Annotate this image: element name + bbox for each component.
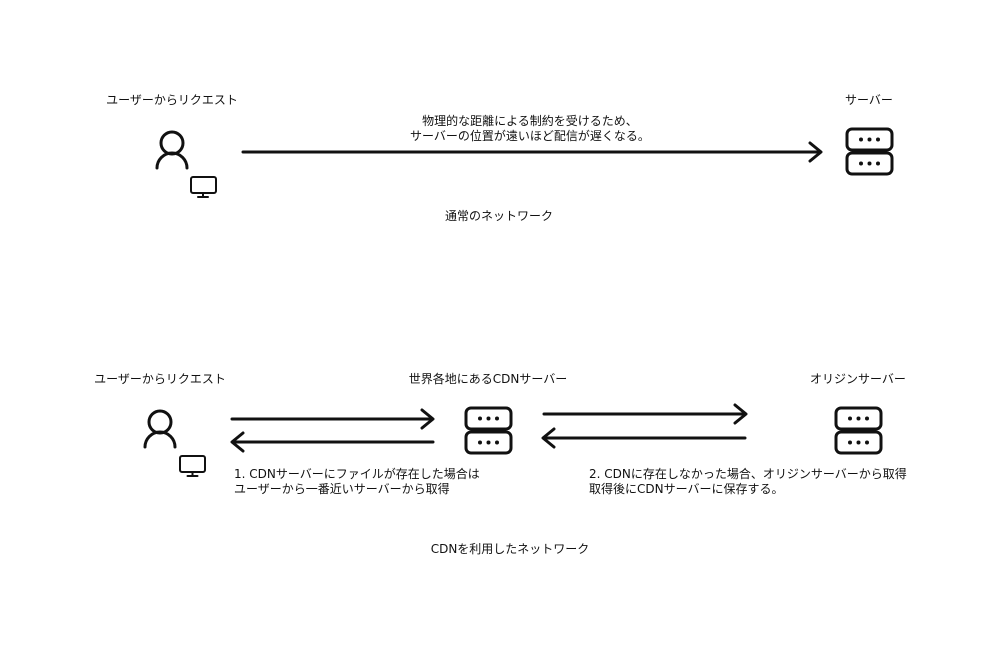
cdn-miss-note-line2: 取得後にCDNサーバーに保存する。 <box>589 482 784 496</box>
user-request-label: ユーザーからリクエスト <box>94 372 226 386</box>
server-icon <box>464 406 513 455</box>
cdn-miss-note-line1: 2. CDNに存在しなかった場合、オリジンサーバーから取得 <box>589 467 907 481</box>
arrow-icon <box>230 431 435 453</box>
server-label: サーバー <box>845 93 893 107</box>
normal-network-caption: 通常のネットワーク <box>444 209 554 223</box>
cdn-network-caption: CDNを利用したネットワーク <box>430 542 590 556</box>
arrow-icon <box>542 403 748 425</box>
origin-server-label: オリジンサーバー <box>810 372 906 386</box>
cdn-hit-note: 1. CDNサーバーにファイルが存在した場合は ユーザーから一番近いサーバーから… <box>234 467 480 497</box>
cdn-hit-note-line2: ユーザーから一番近いサーバーから取得 <box>234 482 450 496</box>
distance-note-line1: 物理的な距離による制約を受けるため、 <box>422 114 638 128</box>
cdn-server-label: 世界各地にあるCDNサーバー <box>408 372 568 386</box>
distance-note: 物理的な距離による制約を受けるため、 サーバーの位置が遠いほど配信が遅くなる。 <box>410 114 650 144</box>
distance-note-line2: サーバーの位置が遠いほど配信が遅くなる。 <box>410 129 650 143</box>
cdn-miss-note: 2. CDNに存在しなかった場合、オリジンサーバーから取得 取得後にCDNサーバ… <box>589 467 907 497</box>
user-icon <box>143 409 177 449</box>
server-icon <box>834 406 883 455</box>
server-icon <box>845 127 894 176</box>
monitor-icon <box>179 455 206 477</box>
user-icon <box>155 130 189 170</box>
arrow-icon <box>541 427 747 449</box>
cdn-hit-note-line1: 1. CDNサーバーにファイルが存在した場合は <box>234 467 480 481</box>
user-request-label: ユーザーからリクエスト <box>106 93 238 107</box>
monitor-icon <box>190 176 217 198</box>
arrow-icon <box>241 141 823 163</box>
arrow-icon <box>230 408 435 430</box>
